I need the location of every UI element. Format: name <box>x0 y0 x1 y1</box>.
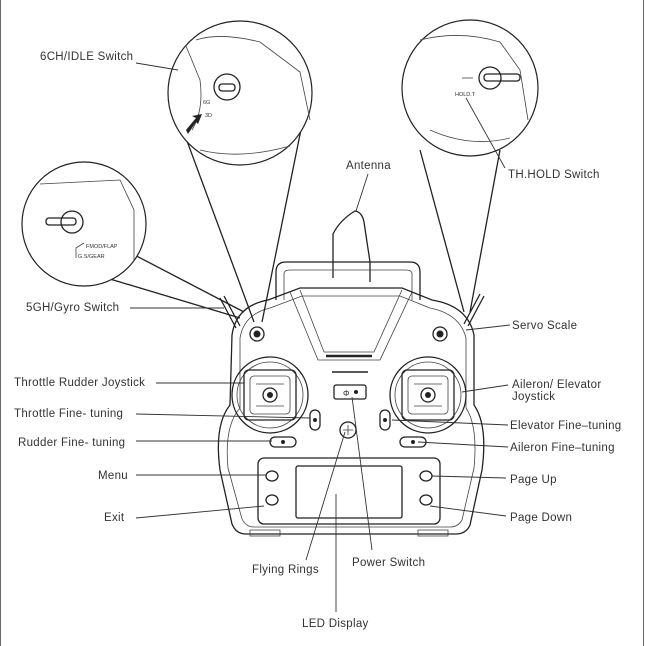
label-servo-scale: Servo Scale <box>512 320 577 332</box>
leader-lines <box>130 62 511 612</box>
right-switch-stick <box>467 295 485 327</box>
page-up-button <box>419 470 433 482</box>
svg-text:Φ: Φ <box>343 389 349 398</box>
label-joystick: Joystick <box>512 391 555 403</box>
body-inner-outline <box>226 295 476 528</box>
label-rudder-fine-tuning: Rudder Fine- tuning <box>18 437 125 449</box>
exit-button <box>265 494 279 506</box>
handle-inner <box>283 269 413 300</box>
label-hold: HOLD.T <box>455 92 476 98</box>
menu-button <box>265 470 279 482</box>
elevator-trim <box>379 409 391 431</box>
label-elevator-fine-tuning: Elevator Fine–tuning <box>510 420 621 432</box>
throttle-trim <box>309 409 321 431</box>
transmitter-body: Φ <box>217 210 485 537</box>
label-throttle-rudder-joystick: Throttle Rudder Joystick <box>14 377 145 389</box>
body-outline <box>217 287 485 535</box>
gyro-switch-knob <box>249 326 265 342</box>
callout-th-hold: HOLD.T <box>401 19 539 313</box>
servo-scale-knob <box>432 326 448 342</box>
handle-outer <box>275 261 421 300</box>
label-3d: 3D <box>205 113 212 119</box>
antenna-shape <box>332 210 371 282</box>
callout-gyro: FMOD/FLAP G.S/GEAR <box>21 161 245 319</box>
power-switch <box>333 384 367 400</box>
callout-6ch-idle: 6G 3D <box>167 20 313 323</box>
label-gyro-switch: 5GH/Gyro Switch <box>26 302 119 314</box>
left-switch-stick <box>219 297 237 329</box>
right-joystick <box>389 356 467 434</box>
label-menu: Menu <box>98 470 128 482</box>
arrow-icon <box>186 114 202 134</box>
label-aileron-elevator: Aileron/ Elevator <box>512 379 601 391</box>
label-antenna: Antenna <box>346 160 391 172</box>
label-6ch-idle-switch: 6CH/IDLE Switch <box>40 51 133 63</box>
label-page-down: Page Down <box>510 512 572 524</box>
label-led-display: LED Display <box>302 618 369 630</box>
label-power-switch: Power Switch <box>352 557 425 569</box>
labels: 6CH/IDLE Switch Antenna TH.HOLD Switch 5… <box>14 51 621 630</box>
top-bezel <box>289 291 413 361</box>
label-aileron-fine-tuning: Aileron Fine–tuning <box>510 442 615 454</box>
left-joystick <box>231 356 309 434</box>
label-gs-gear: G.S/GEAR <box>78 254 105 260</box>
page-down-button <box>419 494 433 506</box>
label-flying-rings: Flying Rings <box>252 564 319 576</box>
label-page-up: Page Up <box>510 474 557 486</box>
lcd-bezel <box>257 457 441 525</box>
label-exit: Exit <box>104 512 125 524</box>
label-fmod-flap: FMOD/FLAP <box>86 244 118 250</box>
led-display <box>295 465 403 519</box>
label-th-hold-switch: TH.HOLD Switch <box>508 169 600 181</box>
label-6g: 6G <box>203 100 210 106</box>
label-throttle-fine-tuning: Throttle Fine- tuning <box>14 408 123 420</box>
rudder-trim <box>269 436 297 448</box>
